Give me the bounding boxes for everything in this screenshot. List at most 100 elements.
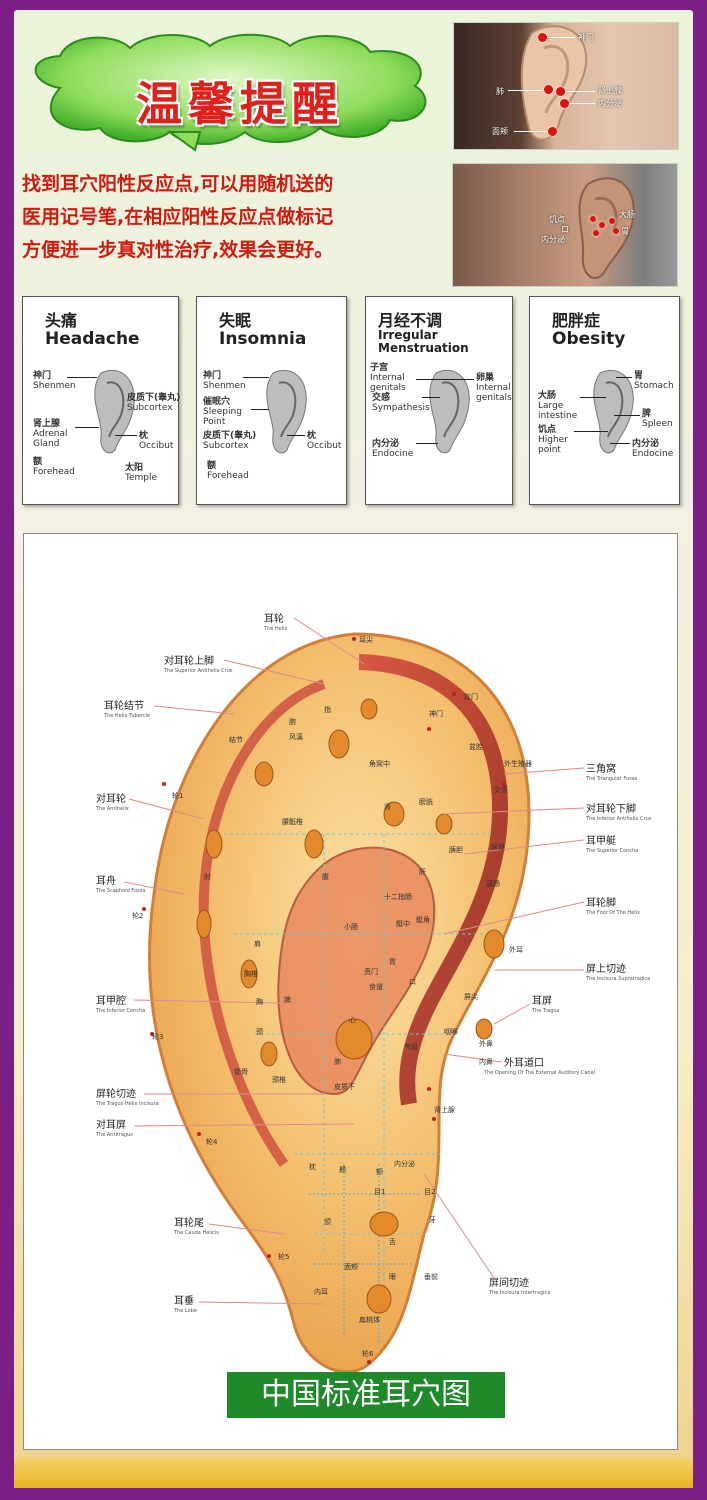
ear-photo-female: 神门 肺 肾上腺 内分泌 面颊 bbox=[453, 22, 679, 150]
pointer-line bbox=[574, 431, 608, 432]
svg-text:牙: 牙 bbox=[429, 1216, 436, 1224]
chart-caption: 中国标准耳穴图 bbox=[227, 1372, 505, 1418]
point-dot bbox=[613, 228, 619, 234]
svg-text:交感: 交感 bbox=[494, 785, 508, 794]
svg-text:The Superior Antihelix Crus: The Superior Antihelix Crus bbox=[163, 668, 233, 674]
svg-text:肺: 肺 bbox=[334, 1058, 341, 1066]
label-superior-antihelix-crus: 对耳轮上脚 bbox=[164, 654, 214, 667]
label-jidian: 饥点 bbox=[549, 215, 565, 224]
point-dot bbox=[560, 99, 569, 108]
helix-fold bbox=[358, 654, 509, 1106]
pointer-line bbox=[569, 103, 595, 104]
svg-text:眼: 眼 bbox=[389, 1273, 396, 1281]
svg-text:尿道: 尿道 bbox=[491, 842, 505, 851]
svg-text:肛门: 肛门 bbox=[464, 692, 478, 701]
svg-text:小肠: 小肠 bbox=[344, 922, 358, 931]
svg-text:盆腔: 盆腔 bbox=[469, 742, 483, 751]
svg-text:The Scaphoid Fossa: The Scaphoid Fossa bbox=[95, 888, 145, 894]
label-antitragus: 对耳屏 bbox=[96, 1118, 126, 1131]
label-superior-concha: 耳甲艇 bbox=[586, 834, 616, 847]
mini-ear-icon bbox=[94, 370, 135, 454]
pointer-line bbox=[508, 90, 542, 91]
card-title-zh: 肥胖症 bbox=[552, 311, 601, 330]
pointer-line bbox=[610, 443, 630, 444]
svg-text:舌: 舌 bbox=[389, 1237, 396, 1246]
label-antihelix: 对耳轮 bbox=[96, 792, 126, 805]
svg-text:口: 口 bbox=[409, 978, 416, 986]
svg-text:贲门: 贲门 bbox=[364, 967, 378, 976]
svg-text:内分泌: 内分泌 bbox=[394, 1159, 415, 1168]
reminder-line: 医用记号笔,在相应阳性反应点做标记 bbox=[22, 206, 334, 228]
label-subcortex: 皮质下(睾丸)Subcortex bbox=[203, 431, 257, 451]
reminder-text: 找到耳穴阳性反应点,可以用随机送的 医用记号笔,在相应阳性反应点做标记 方便进一… bbox=[22, 168, 442, 267]
label-neifenmi: 内分泌 bbox=[598, 99, 622, 108]
svg-text:轮1: 轮1 bbox=[172, 791, 183, 800]
pointer-line bbox=[416, 443, 438, 444]
label-helix: 耳轮 bbox=[264, 612, 284, 625]
reminder-line: 方便进一步真对性治疗,效果会更好。 bbox=[22, 239, 334, 261]
svg-text:The Foot Of The Helix: The Foot Of The Helix bbox=[585, 910, 640, 916]
svg-text:肾: 肾 bbox=[384, 802, 391, 811]
svg-text:神门: 神门 bbox=[429, 709, 443, 718]
svg-text:膀胱: 膀胱 bbox=[419, 797, 433, 806]
card-title-zh: 失眠 bbox=[219, 311, 252, 330]
point-dot bbox=[538, 33, 547, 42]
svg-text:内鼻: 内鼻 bbox=[479, 1057, 493, 1066]
svg-text:颌: 颌 bbox=[324, 1217, 331, 1226]
ear-illustration bbox=[520, 25, 588, 141]
ear-chart-drawing: 耳轮 The Helix 对耳轮上脚 The Superior Antiheli… bbox=[95, 612, 652, 1374]
right-labels: 三角窝 The Triangular Fossa 对耳轮下脚 The Infer… bbox=[423, 762, 652, 1296]
label-lobe: 耳垂 bbox=[174, 1295, 194, 1307]
pointer-line bbox=[514, 131, 546, 132]
pointer-line bbox=[287, 435, 305, 436]
label-foot-of-helix: 耳轮脚 bbox=[586, 896, 616, 909]
point-dots bbox=[142, 637, 506, 1364]
cloud-shape bbox=[34, 33, 427, 152]
svg-text:The Incisura Intertragica: The Incisura Intertragica bbox=[488, 1290, 550, 1296]
svg-text:扁桃体: 扁桃体 bbox=[359, 1315, 380, 1324]
svg-text:垂前: 垂前 bbox=[424, 1272, 438, 1281]
label-neifenmi: 内分泌 bbox=[541, 235, 565, 244]
svg-text:内耳: 内耳 bbox=[314, 1287, 328, 1296]
label-shenshangxian: 肾上腺 bbox=[598, 86, 622, 95]
svg-text:指: 指 bbox=[324, 705, 331, 714]
ear-illustration bbox=[578, 177, 635, 279]
svg-text:颞: 颞 bbox=[339, 1166, 346, 1174]
point-dot bbox=[556, 87, 565, 96]
ear-acupoint-chart: 耳轮 The Helix 对耳轮上脚 The Superior Antiheli… bbox=[23, 533, 678, 1450]
svg-text:锁骨: 锁骨 bbox=[234, 1067, 248, 1076]
mini-ear-icon bbox=[593, 370, 634, 454]
card-title-en: Obesity bbox=[552, 329, 626, 349]
pointer-line bbox=[115, 435, 137, 436]
label-helix-tubercle: 耳轮结节 bbox=[104, 699, 144, 712]
svg-text:The Triangular Fossa: The Triangular Fossa bbox=[585, 776, 637, 782]
label-inferior-concha: 耳甲腔 bbox=[96, 994, 126, 1007]
svg-text:腹: 腹 bbox=[322, 872, 329, 881]
svg-text:目2: 目2 bbox=[424, 1188, 435, 1196]
svg-text:目1: 目1 bbox=[374, 1188, 385, 1196]
pointer-line bbox=[422, 397, 440, 398]
label-mianjia: 面颊 bbox=[492, 127, 508, 136]
svg-text:The Superior Concha: The Superior Concha bbox=[585, 848, 638, 854]
svg-text:The Lobe: The Lobe bbox=[173, 1308, 197, 1314]
svg-text:颈椎: 颈椎 bbox=[272, 1075, 286, 1084]
svg-text:屏尖: 屏尖 bbox=[464, 992, 478, 1001]
svg-text:外生殖器: 外生殖器 bbox=[504, 759, 532, 768]
svg-text:腕: 腕 bbox=[289, 717, 296, 726]
pointer-line bbox=[547, 37, 575, 38]
svg-text:肩: 肩 bbox=[254, 939, 261, 948]
point-dot bbox=[544, 85, 553, 94]
label-kou: 口 bbox=[561, 225, 569, 234]
svg-text:面颊: 面颊 bbox=[344, 1262, 358, 1271]
point-dot bbox=[609, 218, 615, 224]
bottom-band bbox=[14, 1458, 693, 1488]
